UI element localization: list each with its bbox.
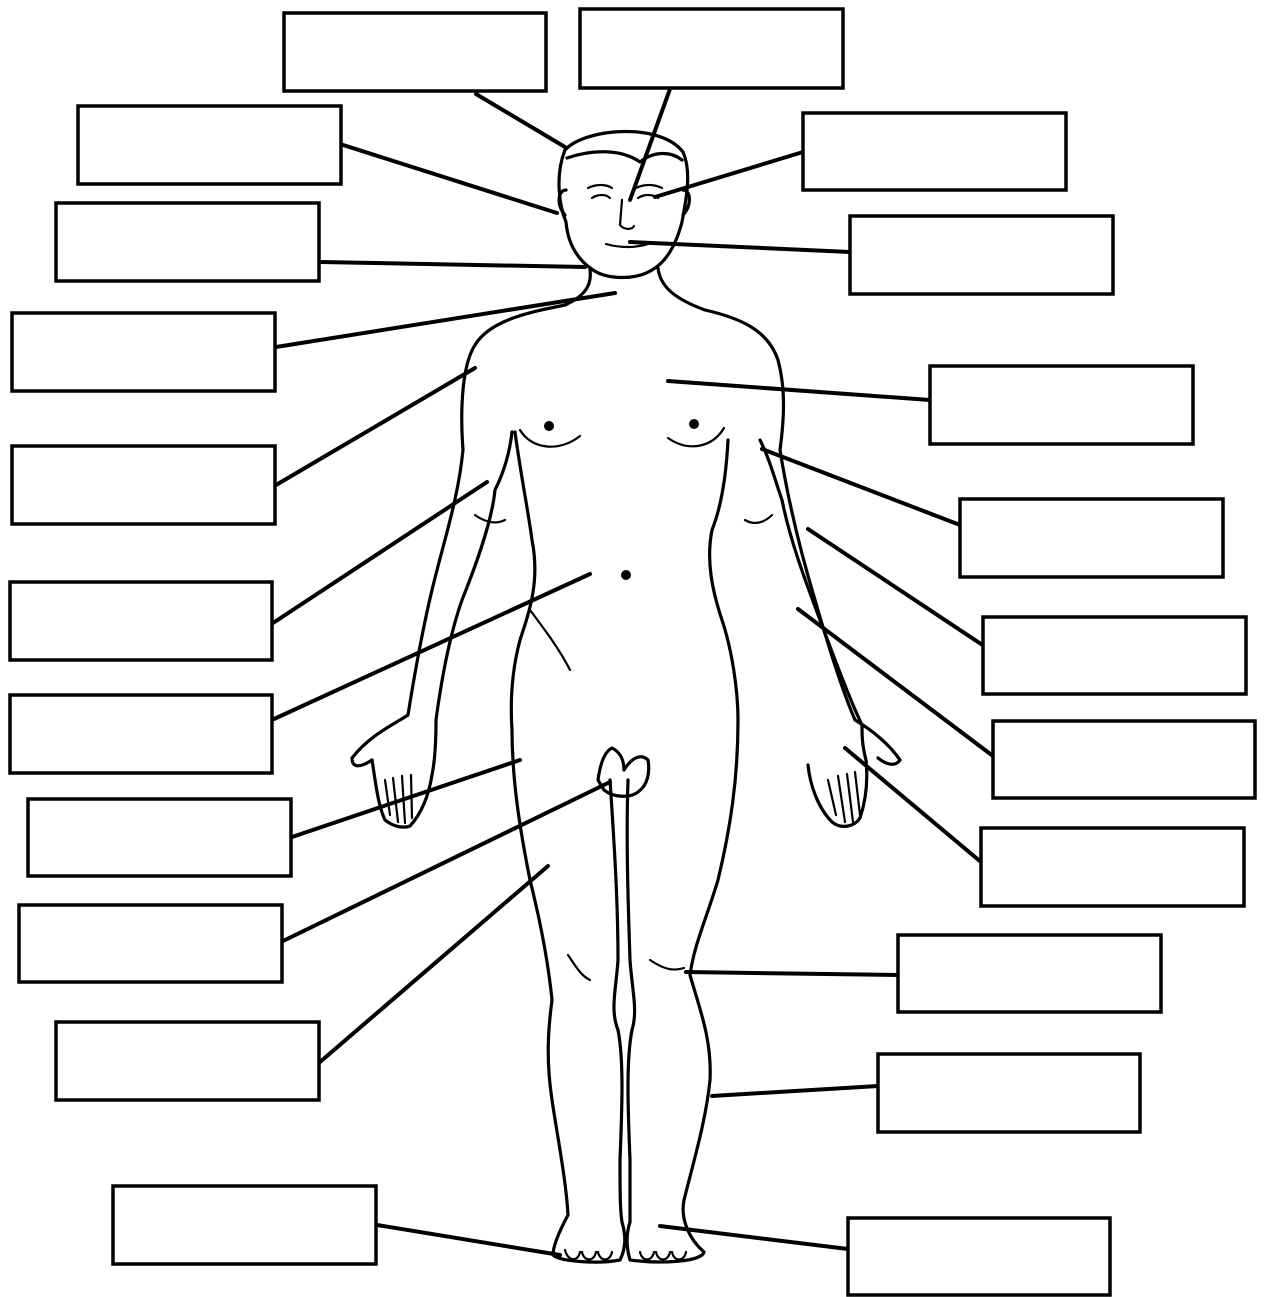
leader-right-7 [845,748,981,862]
nose [620,200,634,229]
leader-right-9 [712,1086,878,1096]
right-fingers [828,772,860,822]
leader-top-right [630,89,670,200]
label-box-left-3[interactable] [12,313,275,391]
leader-left-5 [273,482,487,623]
human-body-outline [352,131,900,1262]
left-torso-side [511,432,535,730]
right-eyebrow [636,185,662,188]
left-knee-crease [568,955,590,980]
label-box-top-right[interactable] [580,9,843,88]
label-box-left-8[interactable] [19,905,282,982]
leader-left-10 [377,1225,560,1255]
label-box-left-4[interactable] [12,446,275,524]
left-nipple [544,421,554,431]
left-inner-arm [436,432,512,720]
groin-outline [598,748,649,796]
label-box-right-2[interactable] [850,216,1113,294]
neck-right [658,268,705,310]
label-box-right-9[interactable] [878,1054,1140,1132]
label-box-top-left[interactable] [284,13,546,91]
right-leg-outer [627,720,738,1262]
left-toes [565,1250,612,1260]
right-knee-crease [650,960,684,970]
right-nipple [689,419,699,429]
label-box-right-3[interactable] [930,366,1193,444]
label-box-right-8[interactable] [898,935,1161,1012]
leader-right-2 [630,242,850,252]
leader-right-5 [808,529,984,646]
label-box-right-6[interactable] [993,721,1255,798]
leader-right-1 [655,152,803,197]
leader-left-4 [276,368,475,485]
left-leg-outer [512,730,625,1262]
label-box-left-1[interactable] [78,106,341,184]
hairline [567,152,682,162]
left-eyebrow [588,185,612,188]
label-box-left-6[interactable] [10,695,272,773]
label-box-left-2[interactable] [56,203,319,281]
left-abdominal-line [530,610,570,670]
label-box-left-9[interactable] [56,1022,319,1100]
left-eye [592,195,610,198]
label-box-left-7[interactable] [28,799,291,876]
leader-left-3 [276,293,615,347]
leader-right-8 [686,972,900,975]
left-shoulder-arm-outer [352,305,565,766]
label-box-right-7[interactable] [981,828,1244,906]
leader-left-9 [320,866,548,1062]
label-box-right-4[interactable] [960,499,1223,577]
leader-left-8 [283,782,610,941]
label-box-right-1[interactable] [803,113,1066,190]
right-elbow-crease [745,515,772,523]
label-box-left-5[interactable] [10,582,272,660]
right-torso-side [710,440,738,720]
navel [621,570,631,580]
right-chest-curve [668,428,724,446]
right-leg-inner [627,780,634,1222]
left-chest-curve [520,430,580,447]
leader-left-1 [340,144,557,213]
leader-right-10 [660,1226,848,1249]
right-toes [640,1252,686,1260]
right-shoulder-arm-outer [705,310,900,764]
label-box-right-10[interactable] [848,1218,1110,1295]
left-ear [559,190,566,215]
leader-top-left [476,94,565,147]
label-box-left-10[interactable] [113,1186,376,1264]
left-leg-inner [610,780,622,1222]
leader-left-2 [320,262,585,267]
label-box-right-5[interactable] [983,617,1246,694]
leader-right-3 [668,381,930,400]
